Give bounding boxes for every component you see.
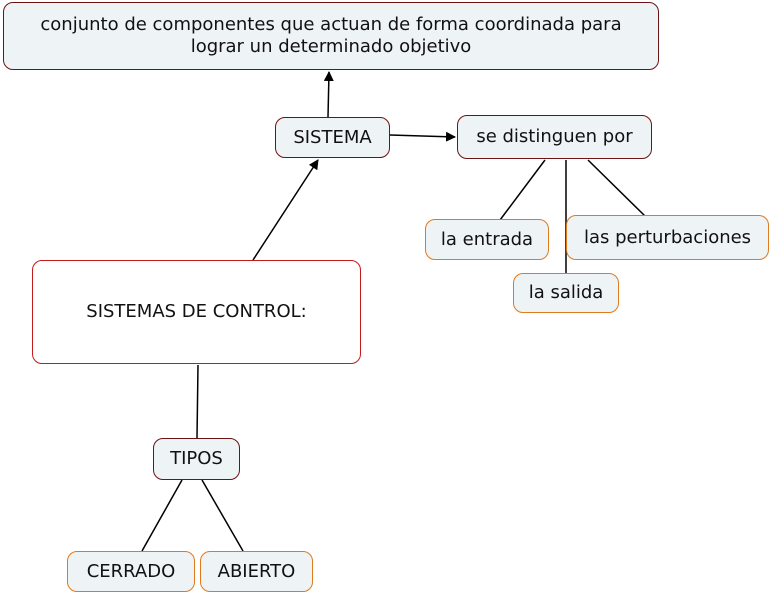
node-tipos-label: TIPOS	[170, 448, 223, 469]
node-sistema: SISTEMA	[275, 117, 390, 158]
node-distinguen-label: se distinguen por	[476, 126, 633, 147]
node-abierto-label: ABIERTO	[217, 560, 296, 582]
node-perturbaciones: las perturbaciones	[566, 215, 769, 260]
edge-sistema-definition	[323, 71, 334, 118]
node-perturbaciones-label: las perturbaciones	[583, 226, 752, 248]
node-distinguen: se distinguen por	[457, 115, 652, 159]
node-cerrado: CERRADO	[67, 551, 195, 592]
node-control-label: SISTEMAS DE CONTROL:	[86, 301, 307, 322]
edge-control-sistema	[252, 159, 319, 261]
node-abierto: ABIERTO	[200, 551, 313, 592]
edge-tipos-cerrado	[141, 479, 183, 552]
node-salida: la salida	[513, 273, 619, 313]
edge-distinguen-perturbaciones	[587, 159, 646, 217]
node-entrada: la entrada	[425, 219, 549, 260]
edge-tipos-abierto	[201, 479, 244, 552]
node-definition-label: conjunto de componentes que actuan de fo…	[40, 14, 622, 57]
node-entrada-label: la entrada	[440, 228, 534, 250]
edge-control-tipos	[196, 364, 199, 439]
node-salida-label: la salida	[528, 282, 604, 303]
node-cerrado-label: CERRADO	[86, 560, 176, 582]
node-definition: conjunto de componentes que actuan de fo…	[3, 2, 659, 70]
node-tipos: TIPOS	[153, 438, 240, 480]
edge-distinguen-entrada	[499, 159, 546, 221]
node-sistema-label: SISTEMA	[293, 126, 372, 148]
node-control: SISTEMAS DE CONTROL:	[32, 260, 361, 364]
edge-sistema-distinguen	[389, 131, 456, 142]
